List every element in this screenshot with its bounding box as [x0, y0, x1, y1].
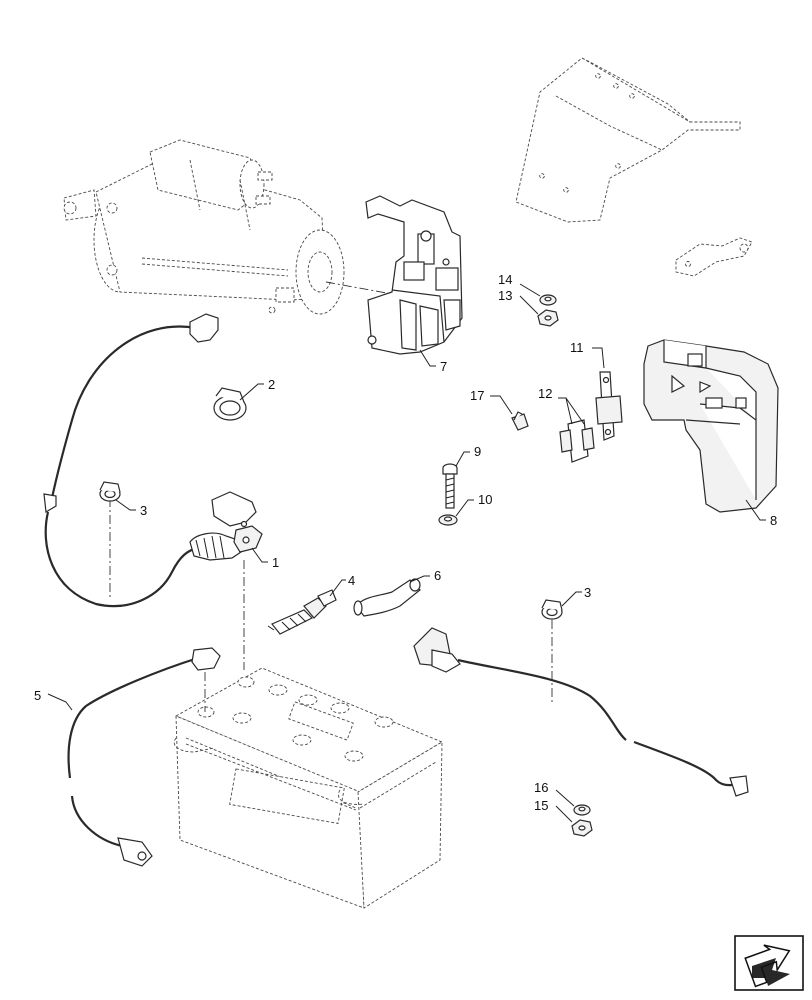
callout-5: 5 [34, 688, 41, 703]
terminal-spring-cable [189, 491, 263, 561]
battery-cable-5 [67, 647, 221, 867]
starter-motor-ghost [63, 139, 345, 315]
clamp-3-left [99, 481, 121, 502]
arrow-return-icon[interactable] [734, 935, 804, 991]
callout-7: 7 [440, 359, 447, 374]
callout-1: 1 [272, 555, 279, 570]
fuse-relay-box [365, 195, 463, 355]
small-bracket-ghost [675, 237, 753, 277]
starter-harness-cable [413, 627, 749, 797]
callout-13: 13 [498, 288, 512, 303]
callout-15: 15 [534, 798, 548, 813]
clamp-2 [213, 387, 247, 421]
fuse-17 [511, 411, 529, 431]
callout-4: 4 [348, 573, 355, 588]
hose-6 [353, 578, 421, 617]
nut-15-washer-16 [571, 804, 593, 837]
callout-8: 8 [770, 513, 777, 528]
callout-10: 10 [478, 492, 492, 507]
nut-13-washer-14 [537, 294, 559, 327]
leader-lines [47, 283, 766, 823]
callout-2: 2 [268, 377, 275, 392]
mounting-bracket-ghost [515, 57, 741, 223]
callout-6: 6 [434, 568, 441, 583]
callout-17: 17 [470, 388, 484, 403]
threaded-stud-4 [267, 589, 337, 635]
relay-cover [643, 339, 779, 513]
starter-cable [43, 313, 219, 608]
connector-12 [559, 419, 595, 463]
callout-labels: 1 2 3 3 4 5 6 7 8 9 10 11 12 13 14 15 16… [34, 272, 777, 813]
callout-14: 14 [498, 272, 512, 287]
callout-3-right: 3 [584, 585, 591, 600]
callout-9: 9 [474, 444, 481, 459]
bolt-9 [442, 463, 458, 509]
callout-12: 12 [538, 386, 552, 401]
callout-11: 11 [570, 340, 584, 355]
washer-10 [438, 514, 458, 526]
battery [173, 667, 444, 909]
callout-16: 16 [534, 780, 548, 795]
clamp-3-right [541, 599, 563, 620]
clip-11 [595, 371, 623, 441]
callout-3-left: 3 [140, 503, 147, 518]
